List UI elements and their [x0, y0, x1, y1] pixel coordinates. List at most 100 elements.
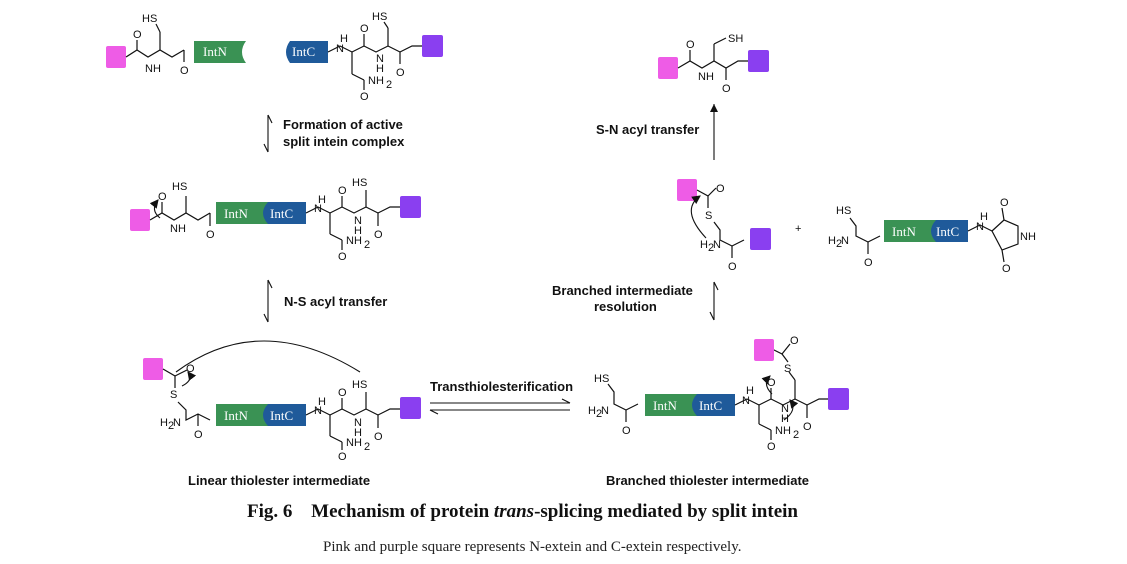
- atom-o: O: [338, 387, 347, 399]
- atom-n: N: [781, 403, 789, 415]
- atom-sub: 2: [836, 238, 842, 250]
- atom-nh2: NH: [346, 235, 362, 247]
- atom-sh: HS: [352, 379, 367, 391]
- atom-o: O: [374, 229, 383, 241]
- atom-o: O: [338, 251, 347, 263]
- n-extein-square: [754, 339, 774, 361]
- step-label-sn-transfer: S-N acyl transfer: [596, 122, 699, 137]
- atom-o: O: [360, 23, 369, 35]
- atom-sub: 2: [168, 420, 174, 432]
- atom-s: S: [170, 389, 177, 401]
- n-extein-square: [677, 179, 697, 201]
- curved-arrow: [761, 375, 773, 395]
- atom-s: S: [705, 210, 712, 222]
- attack-arc: [175, 340, 361, 373]
- atom-sh: HS: [836, 205, 851, 217]
- atom-n: N: [314, 203, 322, 215]
- intn-label: IntN: [892, 224, 916, 239]
- atom-o: O: [194, 429, 203, 441]
- figure-caption-subtitle: Pink and purple square represents N-exte…: [323, 539, 741, 555]
- intn-label: IntN: [224, 408, 248, 423]
- intn-block: [216, 202, 268, 224]
- atom-h: H: [318, 396, 326, 408]
- atom-sh: HS: [172, 181, 187, 193]
- atom-nh: NH: [698, 71, 714, 83]
- atom-h: H: [354, 427, 362, 439]
- c-extein-square: [750, 228, 771, 250]
- n-extein-square: [658, 57, 678, 79]
- c-extein-square: [400, 397, 421, 419]
- atom-nh: NH: [145, 63, 161, 75]
- structure-branched-thiolester: HS H 2 N O IntN IntC H N O N H S O O NH …: [588, 335, 849, 453]
- atom-n: N: [713, 239, 721, 251]
- atom-n: N: [336, 43, 344, 55]
- atom-o: O: [803, 421, 812, 433]
- atom-o: O: [360, 91, 369, 103]
- intn-block: [884, 220, 936, 242]
- atom-o: O: [767, 377, 776, 389]
- atom-h: H: [746, 385, 754, 397]
- atom-sh: HS: [352, 177, 367, 189]
- n-extein-square: [143, 358, 163, 380]
- atom-sub: 2: [596, 408, 602, 420]
- atom-sub: 2: [793, 429, 799, 441]
- n-extein-square: [130, 209, 150, 231]
- atom-h2n: H: [588, 405, 596, 417]
- atom-n: N: [314, 405, 322, 417]
- atom-n: N: [354, 215, 362, 227]
- atom-o: O: [374, 431, 383, 443]
- intc-label: IntC: [270, 206, 293, 221]
- atom-h2n: H: [160, 417, 168, 429]
- step-label-resolution: resolution: [594, 299, 657, 314]
- atom-n: N: [841, 235, 849, 247]
- structure-resolution-products: O S H 2 N O + HS H 2 N O IntN IntC H N O…: [677, 179, 1036, 275]
- atom-o: O: [767, 441, 776, 453]
- atom-o: O: [396, 67, 405, 79]
- atom-h: H: [376, 63, 384, 75]
- atom-nh: NH: [1020, 231, 1036, 243]
- figure-caption-title: Fig. 6 Mechanism of protein trans-splici…: [247, 501, 798, 522]
- atom-n: N: [354, 417, 362, 429]
- atom-o: O: [1000, 197, 1009, 209]
- atom-sh: HS: [142, 13, 157, 25]
- atom-n: N: [976, 221, 984, 233]
- atom-o: O: [728, 261, 737, 273]
- atom-o: O: [338, 451, 347, 463]
- intc-label: IntC: [699, 398, 722, 413]
- atom-o: O: [180, 65, 189, 77]
- atom-h2n: H: [828, 235, 836, 247]
- intc-block: [931, 220, 968, 242]
- atom-o: O: [722, 83, 731, 95]
- atom-o: O: [622, 425, 631, 437]
- caption-title-pre: Mechanism of protein: [311, 501, 494, 522]
- atom-nh2: NH: [346, 437, 362, 449]
- atom-h: H: [354, 225, 362, 237]
- atom-h2n: H: [700, 239, 708, 251]
- structure-active-complex: O NH HS O IntN IntC H N O N H HS O NH 2 …: [130, 177, 421, 263]
- structure-separated-split-intein: O NH HS O IntN IntC H N O N H HS O NH 2 …: [106, 11, 443, 103]
- atom-sub: 2: [364, 441, 370, 453]
- intc-label: IntC: [270, 408, 293, 423]
- atom-s: S: [784, 363, 791, 375]
- attack-arc: [690, 195, 707, 239]
- intermediate-label-linear: Linear thiolester intermediate: [188, 473, 370, 488]
- plus-sign: +: [795, 223, 801, 235]
- atom-h: H: [980, 211, 988, 223]
- atom-o: O: [186, 363, 195, 375]
- atom-sub: 2: [364, 239, 370, 251]
- atom-o: O: [338, 185, 347, 197]
- atom-nh2: NH: [368, 75, 384, 87]
- atom-sh: HS: [594, 373, 609, 385]
- atom-n: N: [601, 405, 609, 417]
- intn-block: [216, 404, 268, 426]
- intc-block: [263, 404, 306, 426]
- step-label-transthiolesterification: Transthiolesterification: [430, 379, 573, 394]
- intc-block: [692, 394, 735, 416]
- atom-o: O: [864, 257, 873, 269]
- atom-o: O: [206, 229, 215, 241]
- curved-arrow: [149, 199, 161, 219]
- c-extein-square: [748, 50, 769, 72]
- atom-h: H: [340, 33, 348, 45]
- atom-n: N: [742, 395, 750, 407]
